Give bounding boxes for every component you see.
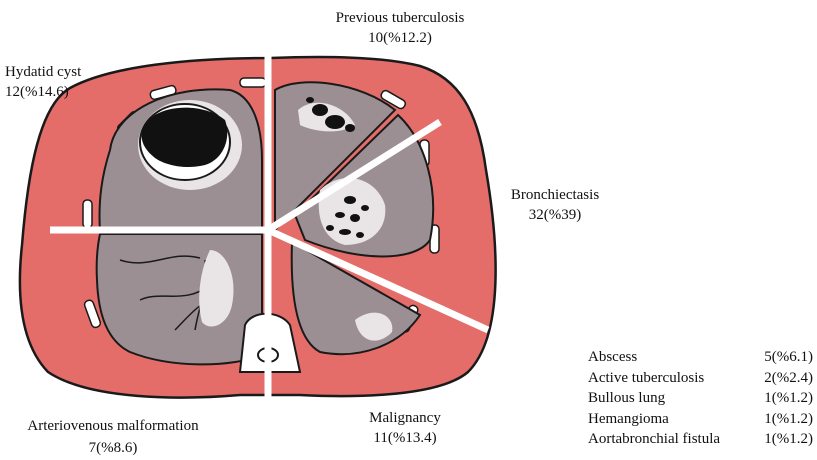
cause-value: 2(%2.4): [738, 368, 813, 389]
cause-value: 5(%6.1): [738, 347, 813, 368]
cause-value: 1(%1.2): [738, 429, 813, 450]
left-lower-lung: [97, 234, 262, 364]
table-row: Abscess 5(%6.1): [588, 347, 813, 368]
label-av-malformation-name: Arteriovenous malformation: [8, 415, 218, 437]
label-hydatid-cyst: Hydatid cyst 12(%14.6): [5, 62, 115, 102]
label-bronchiectasis-name: Bronchiectasis: [490, 185, 620, 205]
label-malignancy: Malignancy 11(%13.4): [350, 408, 460, 448]
label-previous-tuberculosis-value: 10(%12.2): [315, 28, 485, 48]
label-malignancy-value: 11(%13.4): [350, 428, 460, 448]
cause-value: 1(%1.2): [738, 388, 813, 409]
cause-value: 1(%1.2): [738, 409, 813, 430]
label-hydatid-cyst-name: Hydatid cyst: [5, 62, 115, 82]
table-row: Active tuberculosis 2(%2.4): [588, 368, 813, 389]
label-bronchiectasis: Bronchiectasis 32(%39): [490, 185, 620, 225]
table-row: Bullous lung 1(%1.2): [588, 388, 813, 409]
hydatid-cyst: [138, 100, 242, 190]
cause-name: Abscess: [588, 347, 738, 368]
table-row: Hemangioma 1(%1.2): [588, 409, 813, 430]
cause-name: Hemangioma: [588, 409, 738, 430]
cause-name: Bullous lung: [588, 388, 738, 409]
label-previous-tuberculosis: Previous tuberculosis 10(%12.2): [315, 8, 485, 48]
cause-name: Aortabronchial fistula: [588, 429, 738, 450]
other-causes-table: Abscess 5(%6.1) Active tuberculosis 2(%2…: [588, 347, 813, 450]
label-previous-tuberculosis-name: Previous tuberculosis: [315, 8, 485, 28]
label-av-malformation: Arteriovenous malformation 7(%8.6): [8, 415, 218, 459]
label-bronchiectasis-value: 32(%39): [490, 205, 620, 225]
label-av-malformation-value: 7(%8.6): [8, 437, 218, 459]
table-row: Aortabronchial fistula 1(%1.2): [588, 429, 813, 450]
label-malignancy-name: Malignancy: [350, 408, 460, 428]
cause-name: Active tuberculosis: [588, 368, 738, 389]
label-hydatid-cyst-value: 12(%14.6): [5, 82, 115, 102]
